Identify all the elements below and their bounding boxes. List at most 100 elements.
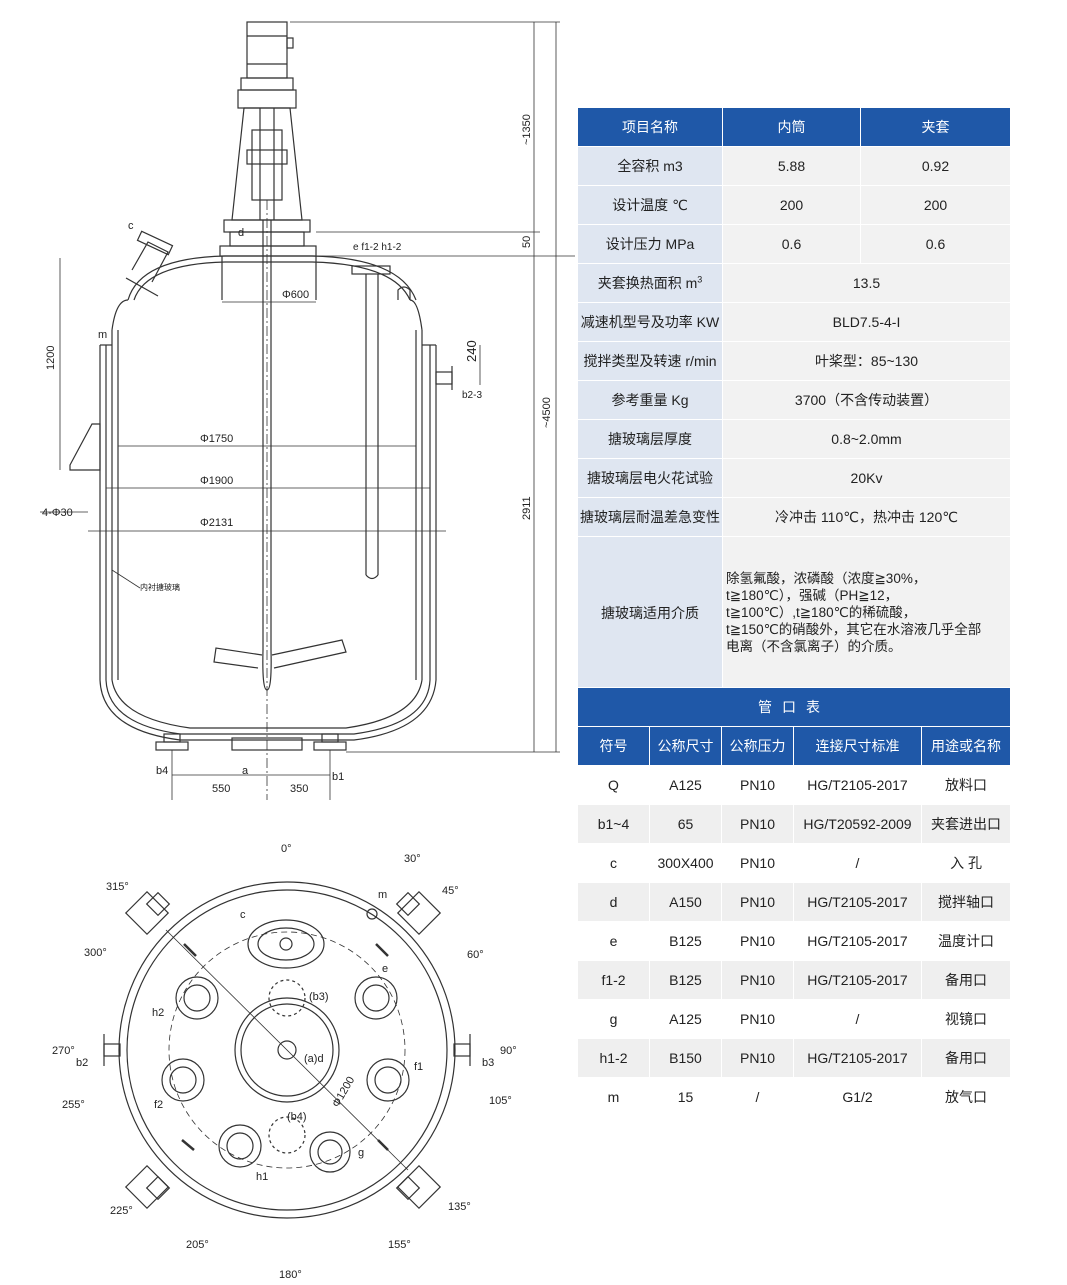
spec-table: 项目名称 内筒 夹套 全容积 m3 5.88 0.92 设计温度 ℃ 200 2… — [577, 107, 1011, 689]
ports-cell: / — [721, 1077, 794, 1117]
spec-value: 20Kv — [722, 458, 1011, 498]
label-e-f-h: e f1-2 h1-2 — [353, 242, 402, 253]
ports-cell: 65 — [649, 804, 722, 844]
ports-cell: A125 — [649, 765, 722, 805]
spec-row: 全容积 m3 5.88 0.92 — [577, 146, 1011, 186]
spec-row: 搪玻璃层厚度 0.8~2.0mm — [577, 419, 1011, 459]
support-lug — [69, 423, 101, 471]
impeller — [213, 639, 347, 691]
plan-label-e: e — [382, 963, 388, 975]
jacket — [99, 345, 437, 741]
ports-cell: A150 — [649, 882, 722, 922]
ports-cell: PN10 — [721, 999, 794, 1039]
spec-label: 搪玻璃适用介质 — [577, 536, 723, 689]
ports-cell: 搅拌轴口 — [920, 882, 1012, 922]
ports-cell: HG/T2105-2017 — [793, 960, 922, 1000]
ports-cell: h1-2 — [577, 1038, 650, 1078]
ports-cell: B125 — [649, 921, 722, 961]
angle-180: 180° — [279, 1269, 302, 1281]
ports-cell: G1/2 — [793, 1077, 922, 1117]
vent-m — [366, 908, 378, 920]
dim-240: 240 — [464, 340, 479, 362]
plan-label-h2: h2 — [152, 1007, 164, 1019]
ports-header-cell: 连接尺寸标准 — [793, 726, 922, 766]
ports-cell: PN10 — [721, 921, 794, 961]
spec-header-item: 项目名称 — [577, 107, 723, 147]
ports-cell: g — [577, 999, 650, 1039]
ports-cell: / — [793, 843, 922, 883]
plan-label-c: c — [240, 909, 246, 921]
plan-view — [103, 881, 471, 1219]
ports-cell: / — [793, 999, 922, 1039]
ports-cell: PN10 — [721, 1038, 794, 1078]
nozzle-e — [354, 976, 398, 1020]
spec-value: 叶桨型：85~130 — [722, 341, 1011, 381]
spec-label: 设计温度 ℃ — [577, 185, 723, 225]
spec-inner-value: 200 — [722, 185, 861, 225]
spec-row: 设计温度 ℃ 200 200 — [577, 185, 1011, 225]
plan-label-b2: b2 — [76, 1057, 88, 1069]
plan-label-b4-inner: (b4) — [287, 1111, 307, 1123]
ports-cell: PN10 — [721, 765, 794, 805]
ports-header-row: 符号 公称尺寸 公称压力 连接尺寸标准 用途或名称 — [577, 726, 1012, 766]
jacket-nozzle-135 — [395, 1164, 442, 1210]
motor — [246, 21, 288, 79]
label-b23: b2-3 — [462, 390, 482, 401]
dim-upper-height: 1200 — [45, 346, 57, 370]
spec-media-value: 除氢氟酸，浓磷酸（浓度≧30%， t≧180℃），强碱（PH≧12， t≧100… — [722, 536, 1011, 689]
plan-label-f2: f2 — [154, 1099, 163, 1111]
ports-cell: 15 — [649, 1077, 722, 1117]
spec-value: 冷冲击 110℃，热冲击 120℃ — [722, 497, 1011, 537]
ports-cell: PN10 — [721, 882, 794, 922]
spec-jacket-value: 200 — [860, 185, 1011, 225]
spec-value: 0.8~2.0mm — [722, 419, 1011, 459]
nozzle-h1 — [218, 1124, 262, 1168]
ports-cell: f1-2 — [577, 960, 650, 1000]
spec-jacket-value: 0.6 — [860, 224, 1011, 264]
spec-header-row: 项目名称 内筒 夹套 — [577, 107, 1011, 147]
spec-value: BLD7.5-4-I — [722, 302, 1011, 342]
jacket-nozzle-45 — [395, 890, 442, 936]
spec-inner-value: 5.88 — [722, 146, 861, 186]
ports-cell: b1~4 — [577, 804, 650, 844]
angle-315: 315° — [106, 881, 129, 893]
manhole-c — [247, 919, 325, 969]
jacket-nozzle-b2 — [103, 1034, 121, 1066]
angle-60: 60° — [467, 949, 484, 961]
spec-row: 减速机型号及功率 KW BLD7.5-4-I — [577, 302, 1011, 342]
dim-total-height: ~4500 — [541, 397, 553, 428]
angle-270: 270° — [52, 1045, 75, 1057]
dim-350: 350 — [290, 783, 308, 795]
spec-label: 参考重量 Kg — [577, 380, 723, 420]
label-d: d — [238, 227, 244, 239]
spec-value: 13.5 — [722, 263, 1011, 303]
dim-550: 550 — [212, 783, 230, 795]
label-a: a — [242, 765, 249, 777]
label-c: c — [128, 220, 134, 232]
ports-cell: HG/T20592-2009 — [793, 804, 922, 844]
plan-labels: 0° 30° 45° 60° 90° 105° 135° 155° 180° 2… — [52, 843, 517, 1281]
label-m: m — [98, 329, 107, 341]
dim-flange-height: 50 — [521, 236, 533, 248]
ports-cell: HG/T2105-2017 — [793, 1038, 922, 1078]
angle-135: 135° — [448, 1201, 471, 1213]
media-line: t≧100℃）,t≧180℃的稀硫酸， — [726, 605, 917, 620]
ports-cell: 备用口 — [920, 1038, 1012, 1078]
plan-label-b3: b3 — [482, 1057, 494, 1069]
ports-cell: d — [577, 882, 650, 922]
ports-header-cell: 用途或名称 — [920, 726, 1012, 766]
dim-1750: Φ1750 — [200, 433, 233, 445]
plan-label-b3-inner: (b3) — [309, 991, 329, 1003]
ports-cell: PN10 — [721, 960, 794, 1000]
spec-row: 搪玻璃层电火花试验 20Kv — [577, 458, 1011, 498]
spec-header-jacket: 夹套 — [860, 107, 1011, 147]
nozzle-g — [309, 1131, 351, 1173]
spec-label: 设计压力 MPa — [577, 224, 723, 264]
outer-jacket-circle — [118, 881, 456, 1219]
spec-label: 搅拌类型及转速 r/min — [577, 341, 723, 381]
